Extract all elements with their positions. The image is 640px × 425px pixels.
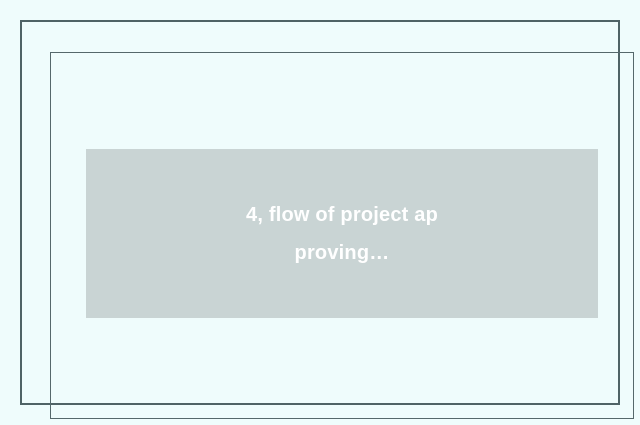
outer-frame-border: 4, flow of project approving…: [20, 20, 634, 419]
image-placeholder-block: 4, flow of project approving…: [86, 149, 598, 318]
inner-frame-border: [50, 52, 634, 419]
placeholder-caption: 4, flow of project approving…: [246, 203, 438, 264]
